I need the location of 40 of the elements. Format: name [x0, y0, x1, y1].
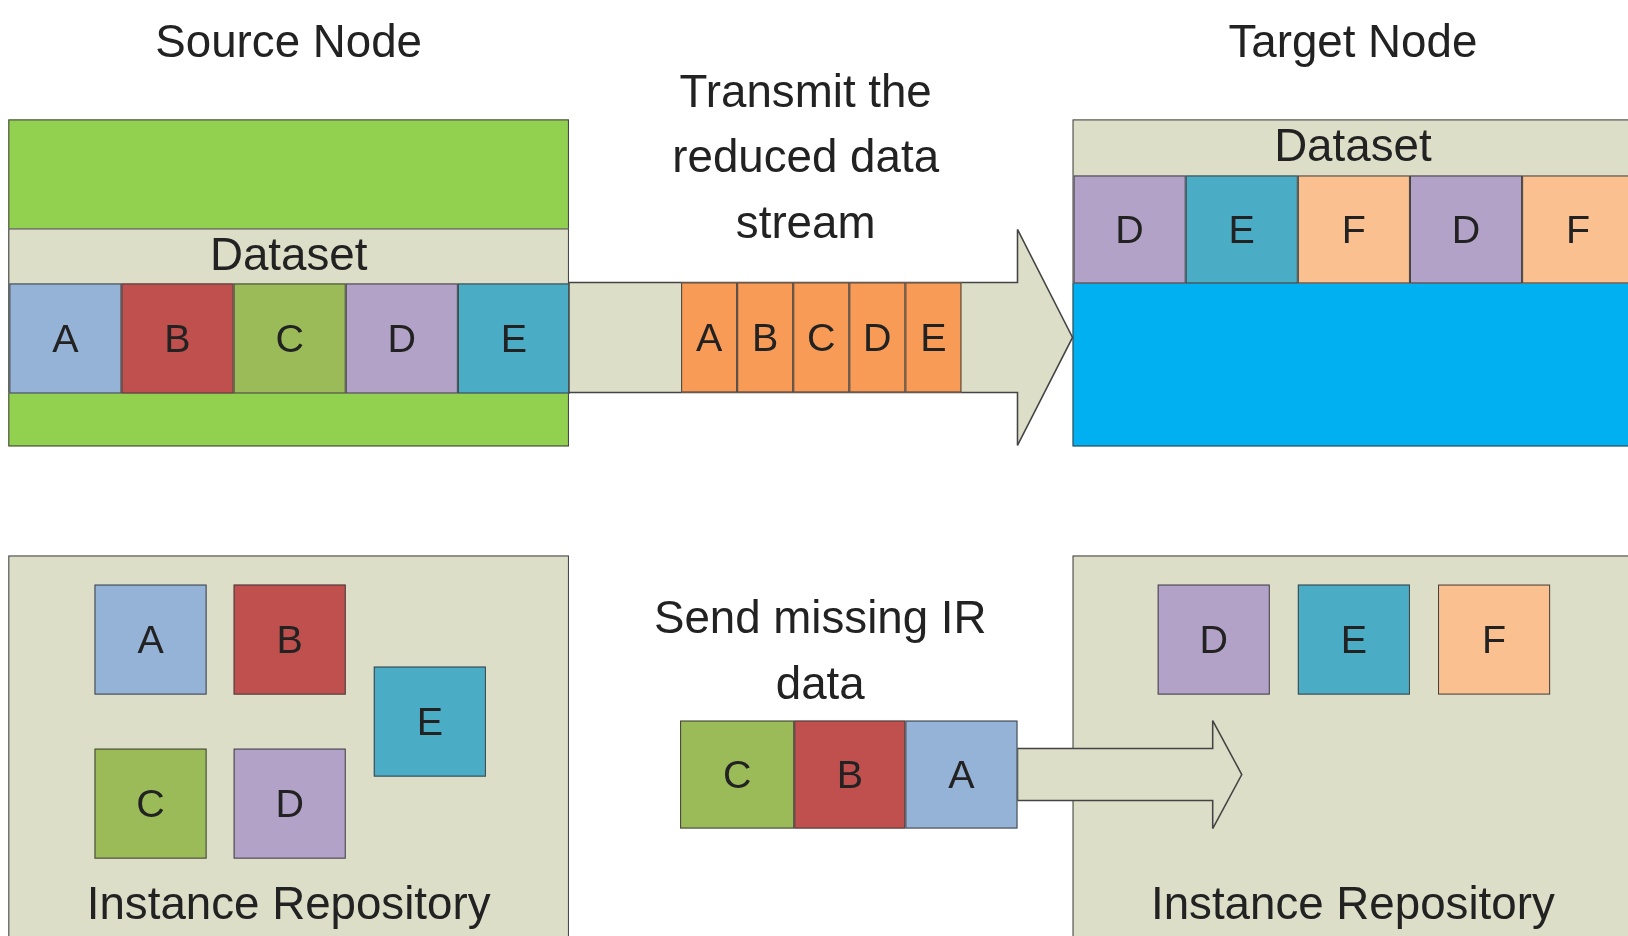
data-block: A: [9, 283, 122, 394]
data-block: A: [94, 584, 207, 695]
repository-panel: [8, 555, 569, 936]
dataset-band: [8, 228, 569, 393]
edge-label: Send missing IR data: [652, 590, 988, 711]
data-block: D: [1157, 584, 1270, 695]
data-block: A: [681, 282, 738, 393]
node-heading: Target Node: [1227, 14, 1479, 69]
dataset-band: [1072, 119, 1628, 283]
data-block: B: [794, 720, 906, 829]
data-block: D: [1409, 175, 1523, 284]
band-title: Dataset: [1273, 118, 1433, 173]
data-block: C: [680, 720, 795, 829]
data-block: C: [793, 282, 850, 393]
data-block: D: [233, 748, 346, 859]
data-block: D: [849, 282, 906, 393]
data-block: E: [373, 666, 486, 777]
edge-label: Transmit the reduced data stream: [671, 64, 941, 250]
data-block: B: [233, 584, 346, 695]
block-arrow: [1016, 719, 1243, 830]
data-block: F: [1438, 584, 1551, 695]
data-block: E: [1297, 584, 1410, 695]
data-block: E: [1185, 175, 1298, 284]
repository-panel: [1072, 555, 1628, 936]
data-block: E: [457, 283, 570, 394]
data-block: E: [905, 282, 962, 393]
panel-title: Instance Repository: [85, 876, 492, 931]
data-block: D: [1073, 175, 1186, 284]
data-block: A: [905, 720, 1018, 829]
band-title: Dataset: [208, 227, 369, 282]
data-block: F: [1522, 175, 1628, 284]
data-block: B: [737, 282, 794, 393]
data-block: D: [345, 283, 458, 394]
panel-title: Instance Repository: [1150, 876, 1556, 931]
node-heading: Source Node: [154, 14, 423, 69]
block-arrow: [568, 228, 1074, 447]
data-block: F: [1297, 175, 1410, 284]
data-block: B: [121, 283, 234, 394]
data-block: C: [94, 748, 207, 859]
data-block: C: [233, 283, 346, 394]
